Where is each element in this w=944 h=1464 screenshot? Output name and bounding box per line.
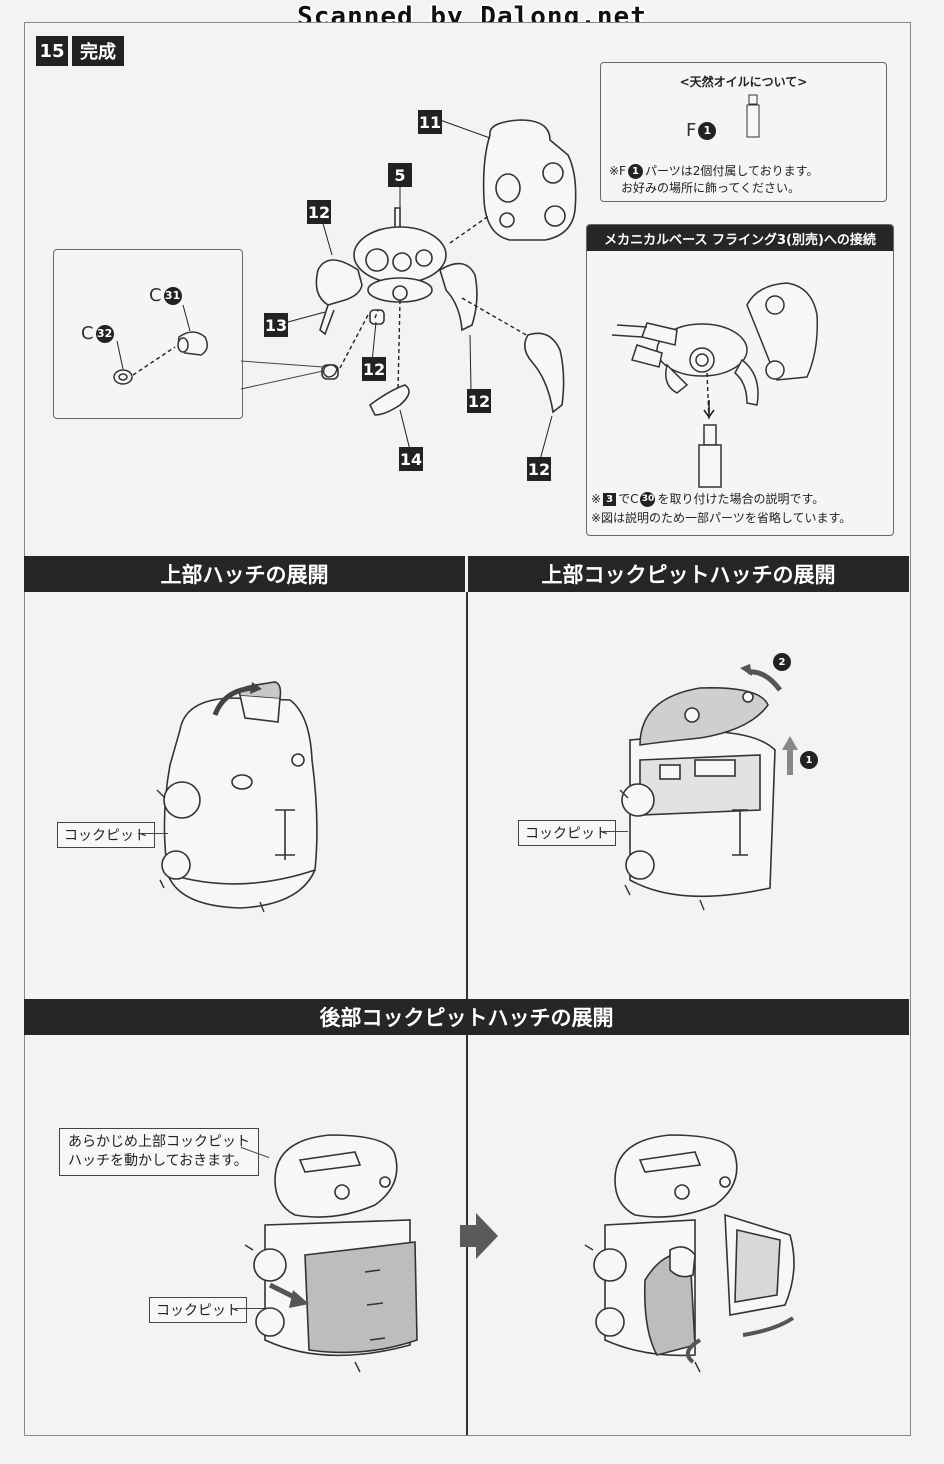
step-badge-1: 1 — [800, 751, 818, 769]
part-number-badge: 31 — [163, 286, 182, 305]
connection-note-box: メカニカルベース フライング3(別売)への接続 ※ 3 でC 30 を取り付けた… — [586, 224, 894, 536]
label-cockpit-upper-cockpit: コックピット — [518, 820, 616, 846]
step-header: 15 完成 — [36, 36, 124, 66]
part-letter: C — [149, 285, 162, 306]
part-letter: C — [81, 323, 94, 344]
leader-line — [138, 833, 168, 834]
leader-line — [235, 1308, 265, 1309]
connection-note-line1: ※ 3 でC 30 を取り付けた場合の説明です。 — [591, 492, 825, 507]
oil-note-title: <天然オイルについて> — [679, 75, 808, 89]
pod-rear-cockpit-before-illustration — [244, 1134, 418, 1373]
connection-note-title: メカニカルベース フライング3(別売)への接続 — [587, 225, 893, 251]
part-number-badge: 32 — [95, 324, 114, 343]
callout-12-a: 12 — [307, 200, 331, 224]
label-cockpit-rear: コックピット — [149, 1297, 247, 1323]
step-title: 完成 — [72, 36, 124, 66]
section-title-rear-cockpit: 後部コックピットハッチの展開 — [24, 999, 909, 1035]
pod-upper-hatch-illustration — [156, 681, 318, 913]
detail-inset-drawing — [113, 304, 338, 390]
rear-note-line1: あらかじめ上部コックピット — [68, 1134, 250, 1150]
section-title-upper-cockpit: 上部コックピットハッチの展開 — [468, 556, 909, 592]
pod-upper-cockpit-illustration — [619, 664, 798, 911]
part-number-badge: 30 — [640, 492, 656, 507]
oil-bottle-icon — [746, 94, 760, 138]
callout-5: 5 — [388, 163, 412, 187]
callout-14: 14 — [399, 447, 423, 471]
flying-base-illustration — [611, 282, 819, 488]
next-arrow-icon — [460, 1213, 498, 1259]
callout-12-b: 12 — [362, 357, 386, 381]
step-badge-2: 2 — [773, 653, 791, 671]
callout-12-d: 12 — [527, 457, 551, 481]
part-number-square: 3 — [603, 493, 617, 506]
detail-inset-box — [53, 249, 243, 419]
section-divider — [466, 592, 468, 999]
connection-note-line2: ※図は説明のため一部パーツを省略しています。 — [591, 511, 852, 525]
pod-rear-cockpit-after-illustration — [584, 1134, 795, 1373]
section-title-upper-hatch: 上部ハッチの展開 — [24, 556, 465, 592]
oil-note-line2: お好みの場所に飾ってください。 — [621, 181, 801, 195]
callout-11: 11 — [418, 110, 442, 134]
rear-note-box: あらかじめ上部コックピット ハッチを動かしておきます。 — [59, 1128, 259, 1176]
leader-line — [603, 831, 628, 832]
callout-12-c: 12 — [467, 389, 491, 413]
step-number: 15 — [36, 36, 68, 66]
rear-note-line2: ハッチを動かしておきます。 — [68, 1153, 248, 1169]
tachikoma-assembly-illustration — [287, 119, 577, 461]
label-cockpit-upper-hatch: コックピット — [57, 822, 155, 848]
callout-13: 13 — [264, 313, 288, 337]
